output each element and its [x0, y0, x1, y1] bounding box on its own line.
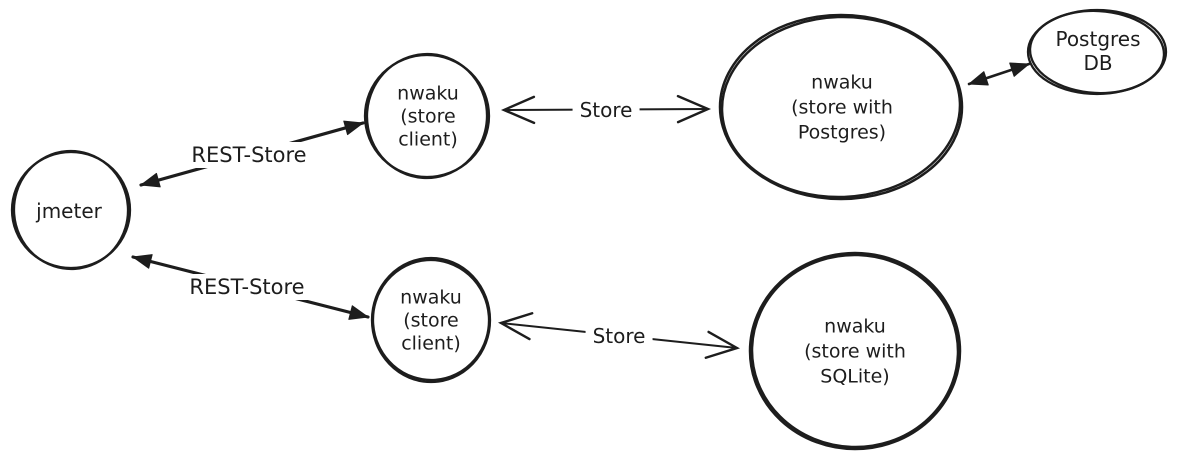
node-nwaku-store-client-top-shape: [363, 52, 491, 180]
node-nwaku-store-sqlite-shape: [748, 251, 962, 451]
edge-postgres-db-link: [967, 62, 1031, 86]
edge-label-store-bottom: Store: [585, 323, 653, 349]
edge-label-rest-store-bottom: REST-Store: [182, 274, 312, 300]
node-nwaku-store-client-bottom-shape: [370, 256, 492, 384]
edge-label-rest-store-top: REST-Store: [184, 142, 314, 168]
node-nwaku-store-postgres-shape: [718, 13, 964, 201]
edge-label-store-top: Store: [572, 97, 640, 123]
node-postgres-db-shape: [1026, 8, 1168, 96]
node-jmeter-shape: [10, 149, 132, 271]
